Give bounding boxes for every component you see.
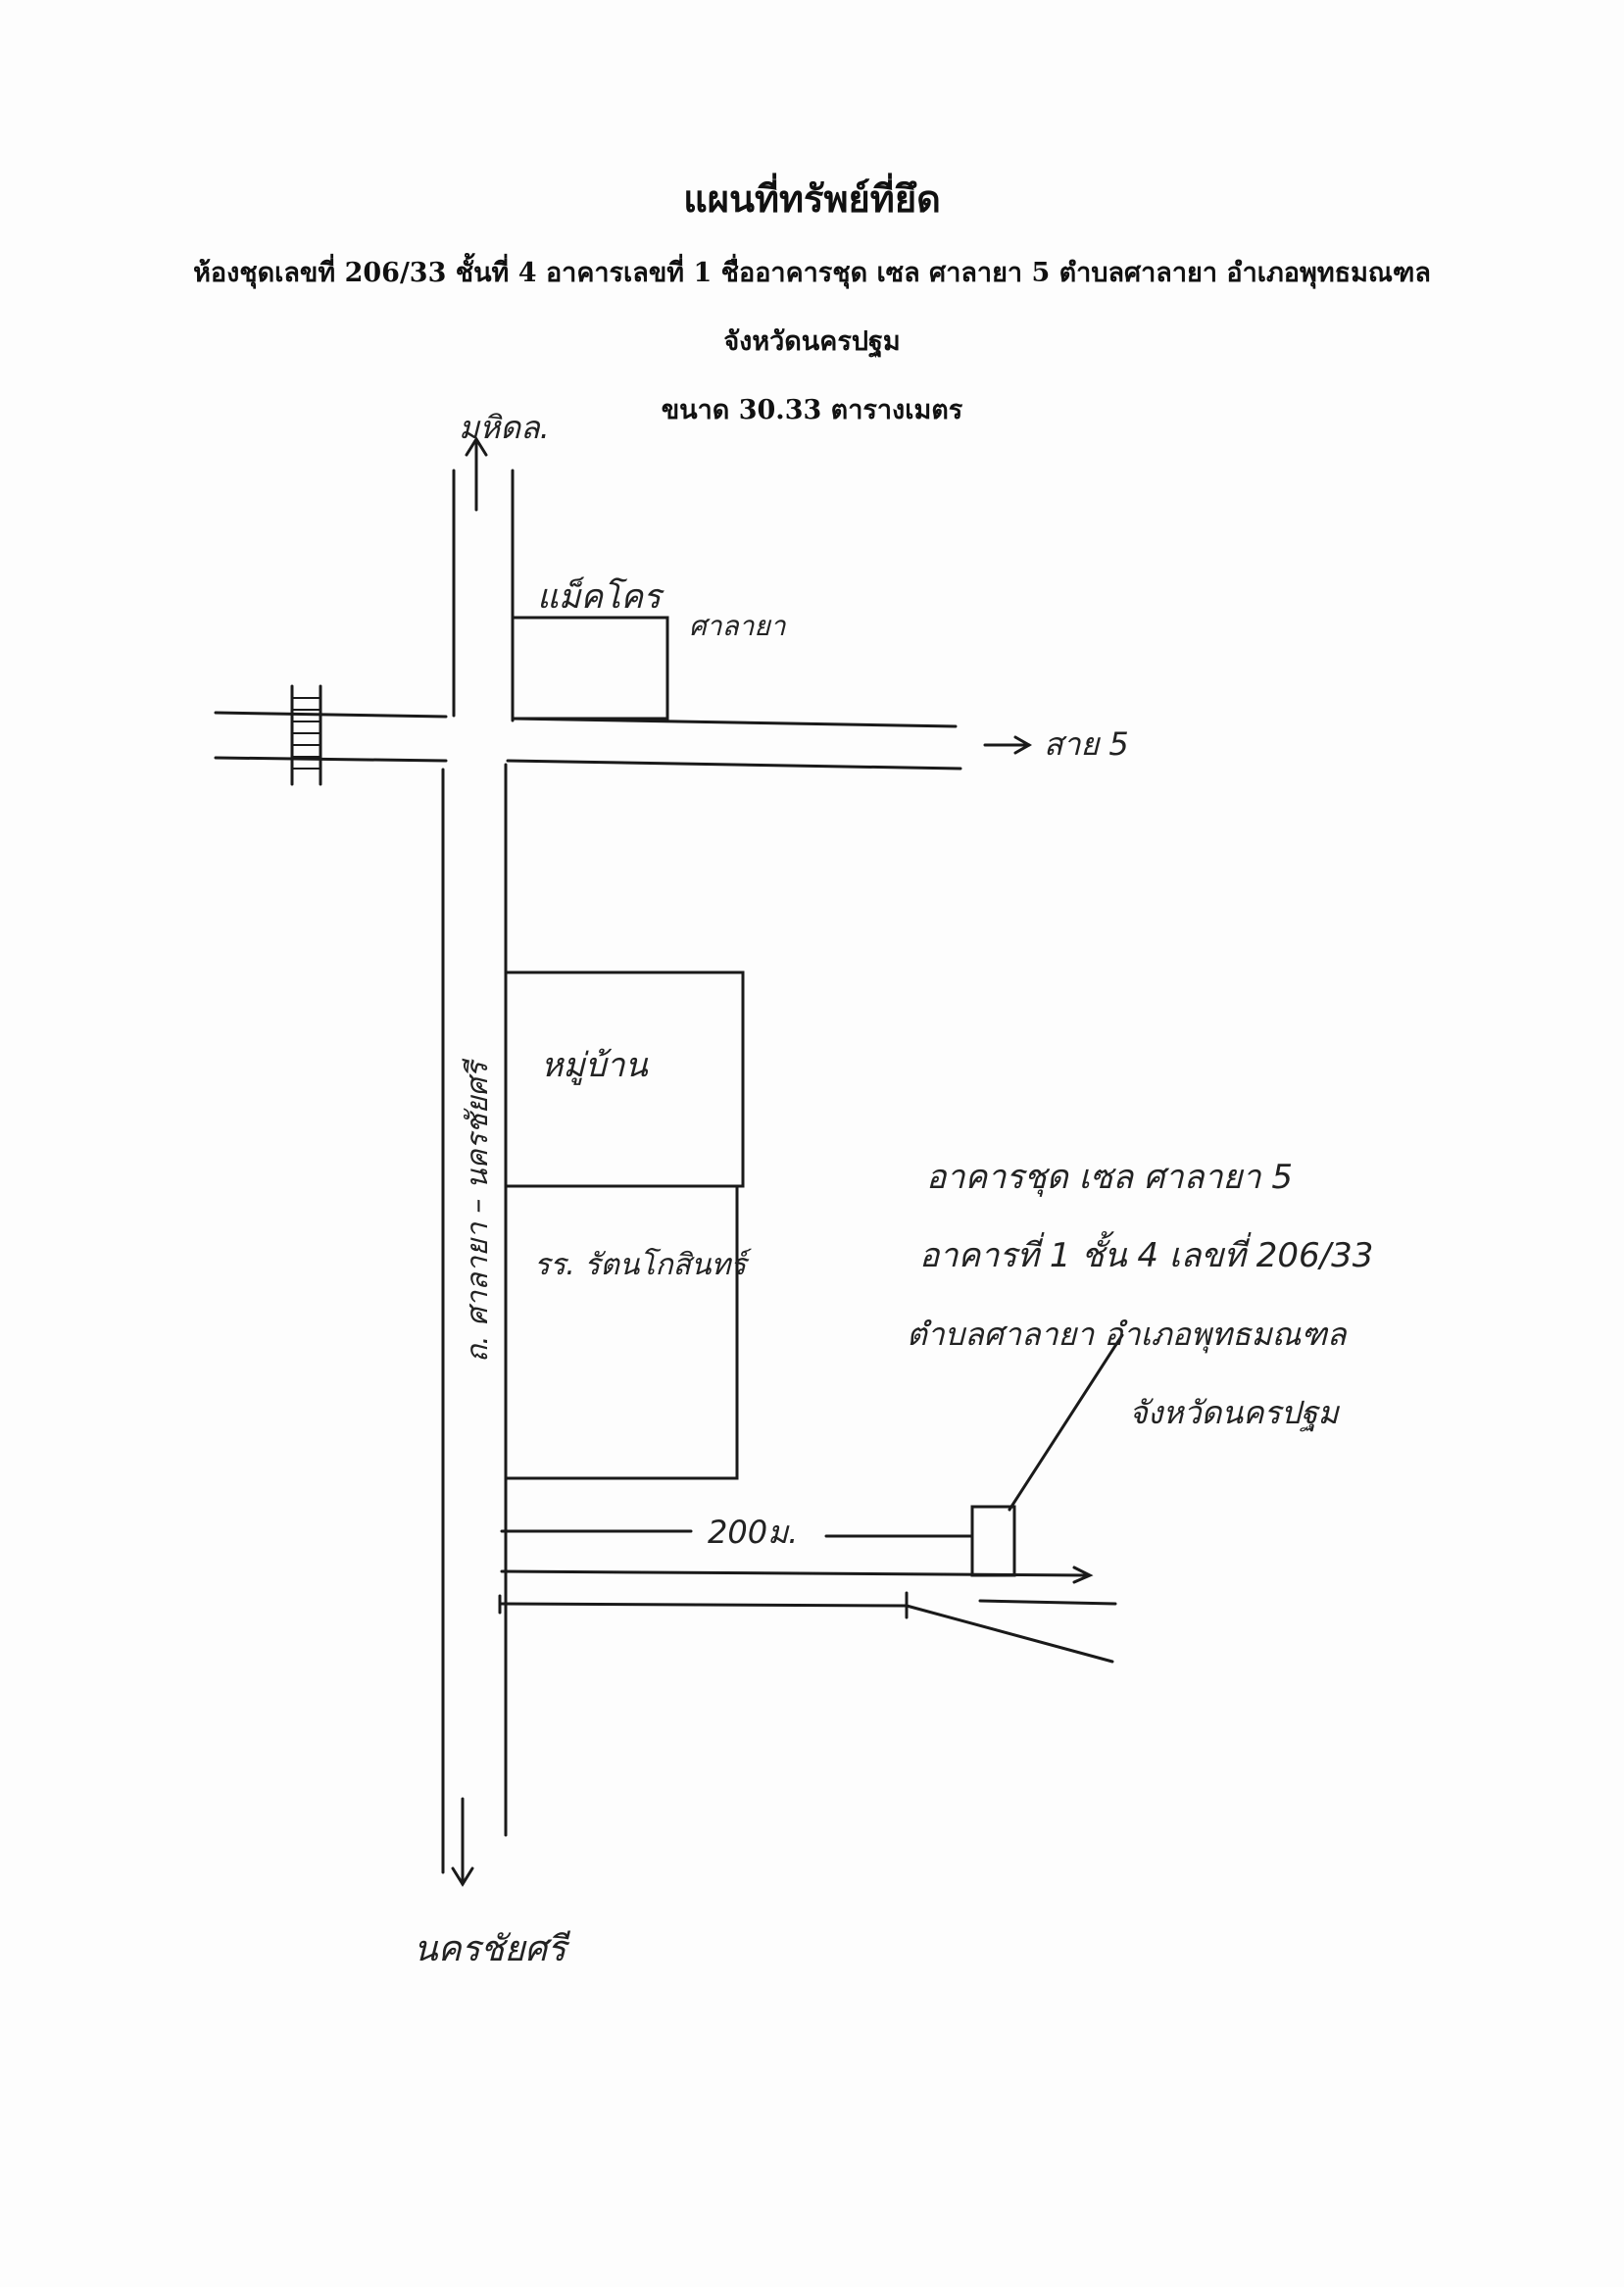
property-address: ห้องชุดเลขที่ 206/33 ชั้นที่ 4 อาคารเลขท…	[193, 258, 1431, 288]
label-school: รร. รัตนโกสินทร์	[534, 1247, 752, 1282]
annotation-leader-line	[1008, 1333, 1124, 1512]
west-road-north-edge	[214, 711, 448, 719]
condo-building-marker	[970, 1505, 1016, 1577]
school-block	[504, 1184, 739, 1480]
map-title: แผนที่ทรัพย์ที่ยึด	[683, 176, 941, 221]
label-south-dest: นครชัยศรี	[414, 1929, 571, 1969]
soi-arrow-head	[1072, 1566, 1094, 1584]
annotation-line-2: อาคารที่ 1 ชั้น 4 เลขที่ 206/33	[919, 1230, 1373, 1275]
annotation-line-3: ตำบลศาลายา อำเภอพุทธมณฑล	[907, 1316, 1348, 1354]
annotation-line-1: อาคารชุด เซล ศาลายา 5	[926, 1158, 1293, 1197]
label-makro: แม็คโคร	[537, 576, 664, 617]
side-road-edge	[500, 1602, 909, 1608]
side-road-branch-1	[905, 1604, 1114, 1664]
label-main-road: ถ. ศาลายา – นครชัยศรี	[461, 1058, 495, 1363]
label-makro-sub: ศาลายา	[689, 610, 787, 642]
east-road-south-edge	[506, 759, 962, 771]
label-north-dest: มหิดล.	[459, 409, 550, 446]
property-province: จังหวัดนครปฐม	[723, 326, 901, 357]
label-east-road: สาย 5	[1044, 725, 1129, 763]
west-road-south-edge	[214, 756, 448, 763]
arrow-north-head	[465, 436, 488, 457]
arrow-south-head	[451, 1866, 474, 1887]
rail-ties	[291, 697, 321, 770]
label-village: หมู่บ้าน	[541, 1046, 648, 1085]
property-size: ขนาด 30.33 ตารางเมตร	[661, 395, 963, 425]
annotation-line-4: จังหวัดนครปฐม	[1129, 1394, 1341, 1432]
side-road-branch-2	[978, 1599, 1117, 1606]
arrow-east-head	[1013, 735, 1033, 755]
label-distance: 200ม.	[708, 1514, 798, 1551]
makro-building	[511, 616, 669, 721]
